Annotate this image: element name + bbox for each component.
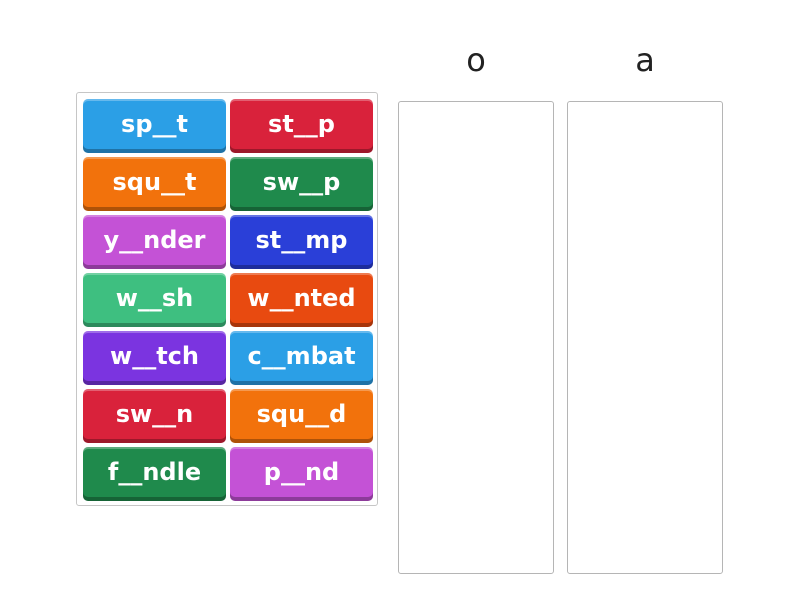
word-tile[interactable]: f__ndle: [83, 447, 226, 501]
word-tile[interactable]: sw__p: [230, 157, 373, 211]
word-tile[interactable]: y__nder: [83, 215, 226, 269]
word-tile-tray: sp__t st__p squ__t sw__p y__nder st__mp …: [76, 92, 378, 506]
word-tile[interactable]: w__tch: [83, 331, 226, 385]
word-tile[interactable]: squ__d: [230, 389, 373, 443]
word-tile[interactable]: squ__t: [83, 157, 226, 211]
word-tile[interactable]: w__nted: [230, 273, 373, 327]
word-tile[interactable]: st__mp: [230, 215, 373, 269]
word-tile[interactable]: w__sh: [83, 273, 226, 327]
word-tile[interactable]: st__p: [230, 99, 373, 153]
drop-column-o[interactable]: [398, 101, 554, 574]
column-title-o: o: [466, 41, 486, 79]
column-title-a: a: [635, 41, 655, 79]
word-tile[interactable]: c__mbat: [230, 331, 373, 385]
drop-column-a[interactable]: [567, 101, 723, 574]
word-tile[interactable]: sp__t: [83, 99, 226, 153]
word-tile[interactable]: sw__n: [83, 389, 226, 443]
word-tile[interactable]: p__nd: [230, 447, 373, 501]
